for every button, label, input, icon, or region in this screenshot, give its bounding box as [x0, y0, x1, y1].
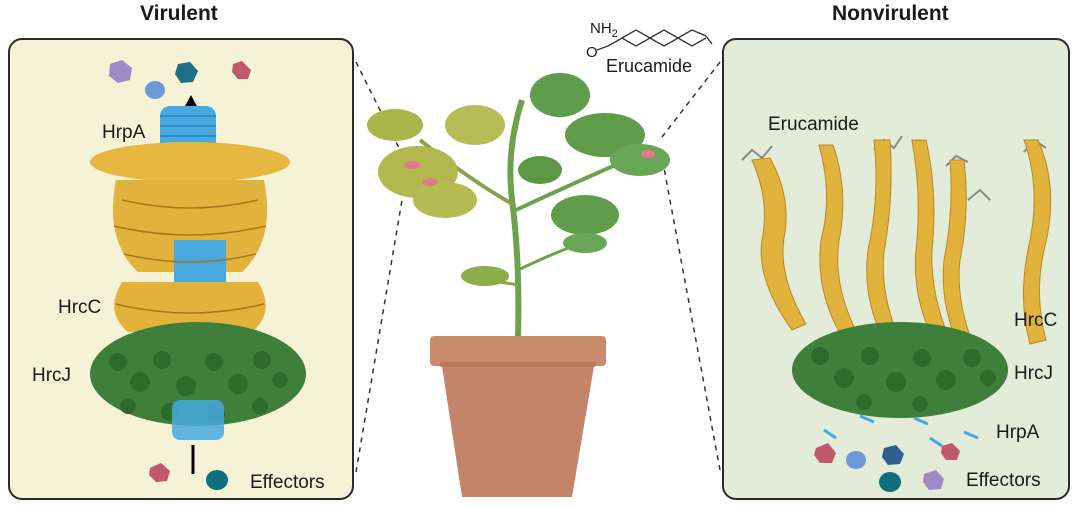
- effector-pink-2: [941, 443, 960, 460]
- nonvirulent-title: Nonvirulent: [832, 2, 949, 25]
- hrcj-ring: [90, 322, 306, 426]
- leaf-green-5: [518, 156, 562, 184]
- lesion-2: [423, 178, 437, 186]
- hrcc-strand-5: [942, 159, 971, 341]
- leaf-green-4: [551, 195, 619, 235]
- hrpa-fragment-2: [859, 414, 875, 424]
- leaf-yellow-3: [367, 109, 423, 141]
- zoom-line-right-bottom: [663, 167, 721, 471]
- lesion-3: [641, 150, 655, 158]
- erucamide-chain-5: [967, 188, 991, 201]
- pot-body: [442, 366, 594, 497]
- leaf-yellow-4: [413, 182, 477, 218]
- nonvirulent-secretion-system-illustration: [741, 135, 1052, 492]
- hrcc-label: HrcC: [58, 297, 102, 318]
- hrpa-fragment-3: [913, 416, 929, 426]
- hrcc-label: HrcC: [1014, 310, 1058, 331]
- hrcc-strand-4: [911, 139, 949, 341]
- hrpa-lower-channel: [172, 400, 224, 440]
- zoom-line-left-bottom: [355, 199, 403, 473]
- lesion-1: [404, 161, 420, 169]
- hrcc-upper-body: [112, 180, 268, 272]
- effector-darkblue: [882, 445, 904, 465]
- hrcj-ring: [792, 322, 1008, 418]
- leaf-green-3: [610, 144, 670, 176]
- effector-blue: [846, 451, 866, 469]
- effector-teal: [175, 62, 198, 83]
- leaf-low-right: [563, 233, 607, 253]
- effector-blue: [145, 81, 165, 99]
- hrcc-top-ring: [90, 142, 290, 182]
- effector-purple: [923, 470, 944, 490]
- erucamide-chain-1: [741, 145, 773, 161]
- hrcj-label: HrcJ: [1014, 363, 1054, 384]
- pot-rim: [430, 336, 606, 366]
- erucamide-molecule: [596, 29, 713, 51]
- hrpa-label: HrpA: [102, 122, 146, 143]
- molecule-amine: NH2: [590, 20, 618, 40]
- leaf-low-left: [461, 266, 509, 286]
- virulent-panel: HrpA HrcC HrcJ Effectors: [8, 38, 354, 500]
- virulent-title: Virulent: [140, 2, 218, 25]
- effector-pink: [814, 443, 836, 463]
- hrcc-strand-2: [818, 144, 856, 336]
- hrpa-label: HrpA: [996, 422, 1040, 443]
- effector-teal-bottom: [206, 470, 228, 490]
- hrcc-lower-body: [114, 282, 266, 332]
- hrcj-label: HrcJ: [32, 365, 72, 386]
- effector-pink-bottom: [149, 463, 170, 482]
- leaf-green-2: [565, 113, 645, 157]
- virulent-secretion-system-illustration: [90, 60, 306, 490]
- effectors-label: Effectors: [966, 470, 1041, 491]
- effector-teal: [879, 472, 901, 492]
- hrpa-fragment-5: [929, 436, 943, 448]
- hrpa-fragment-4: [963, 430, 979, 440]
- hrpa-fragment-1: [823, 428, 837, 440]
- effector-pink: [232, 61, 251, 79]
- molecule-oxygen: O: [586, 44, 598, 61]
- plant-stem: [507, 99, 525, 339]
- erucamide-label: Erucamide: [768, 114, 859, 135]
- leaf-yellow-2: [445, 105, 505, 145]
- hrcc-strand-6: [1023, 139, 1052, 345]
- nonvirulent-panel: Erucamide HrcC HrcJ HrpA Effectors: [722, 38, 1070, 500]
- effector-purple: [109, 60, 132, 83]
- leaf-green-1: [530, 73, 590, 117]
- effectors-label: Effectors: [250, 472, 325, 493]
- molecule-name: Erucamide: [606, 56, 693, 76]
- hrcc-strand-3: [866, 139, 899, 341]
- hrcc-strand-1: [751, 157, 807, 331]
